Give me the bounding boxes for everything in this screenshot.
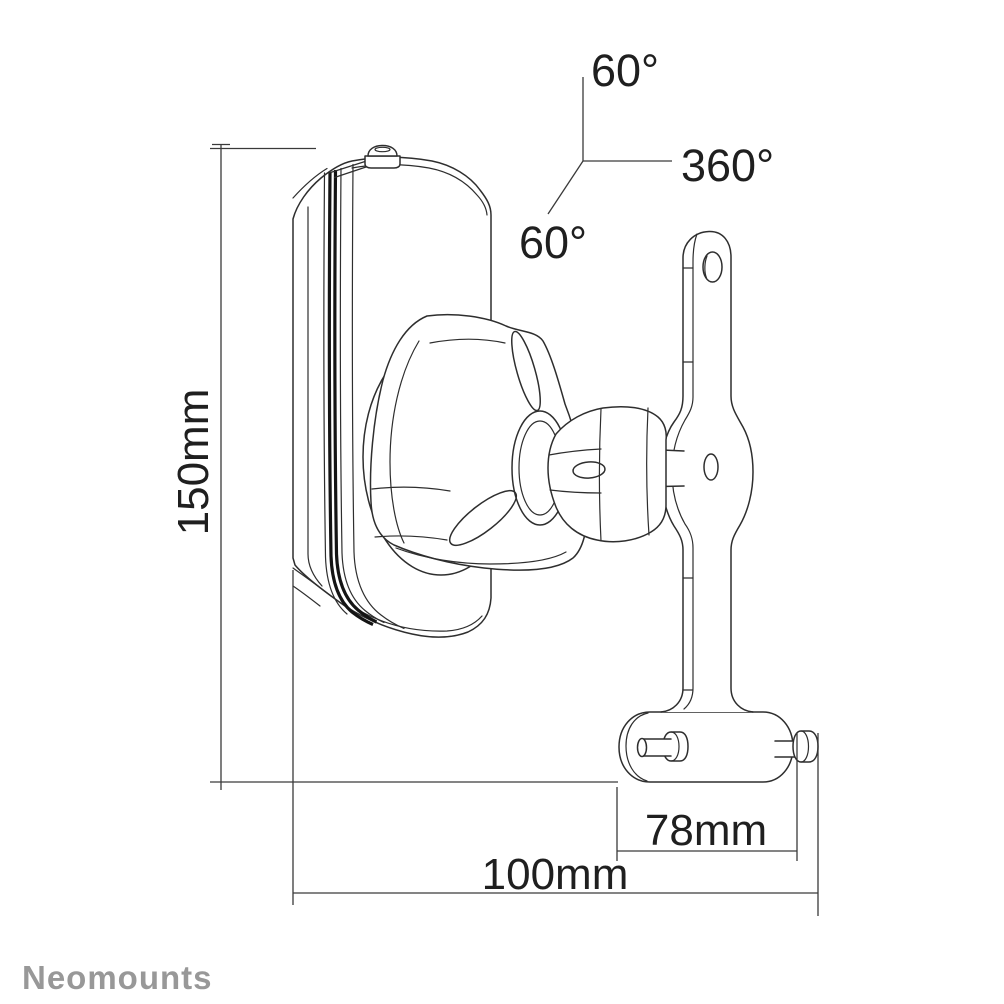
bracket-keyhole-slot xyxy=(702,251,723,283)
bracket-body-outline xyxy=(660,230,754,713)
tilt-up-label: 60° xyxy=(591,45,659,96)
wall-plate-side-edge-line xyxy=(307,206,323,587)
knob-grip-slot-upper xyxy=(511,330,541,412)
dimension-height: 150mm xyxy=(169,143,618,790)
tilt-down-label: 60° xyxy=(519,217,587,268)
angle-diagram: 60° 360° 60° xyxy=(519,45,774,268)
bracket-foot-inner-arc xyxy=(625,712,649,782)
width-label: 100mm xyxy=(482,850,629,899)
dimension-width: 100mm xyxy=(292,570,819,916)
bracket-foot xyxy=(618,711,794,783)
bracket-pivot-hole xyxy=(703,453,719,481)
wall-plate-bottom-fold-2 xyxy=(292,585,321,607)
knob-silhouette xyxy=(369,313,588,571)
wall-plate-bottom-inner-arc xyxy=(361,611,483,632)
mounting-peg-right xyxy=(774,730,819,763)
collar-silhouette xyxy=(547,405,667,543)
dimension-bracket-width: 78mm xyxy=(616,733,798,861)
bracket-bend-ticks xyxy=(682,267,694,691)
height-label: 150mm xyxy=(169,389,218,536)
speaker-bracket xyxy=(618,230,819,783)
bracket-keyhole-inner xyxy=(704,255,708,279)
swivel-label: 360° xyxy=(681,140,774,191)
top-cap xyxy=(364,144,401,169)
collar-slot xyxy=(572,461,606,479)
angle-axis-diagonal xyxy=(547,160,584,215)
cover-stripe xyxy=(323,160,405,630)
bracket-body-fill xyxy=(661,231,753,712)
bracket-width-label: 78mm xyxy=(645,806,767,855)
wall-plate-top-corner-line xyxy=(292,167,328,199)
clamp-knob xyxy=(369,313,588,571)
wall-plate-bottom-fold-1 xyxy=(292,567,332,597)
brand-logo: Neomounts xyxy=(22,959,213,996)
mounting-peg-left xyxy=(636,731,689,762)
ball-joint-collar xyxy=(547,405,667,543)
